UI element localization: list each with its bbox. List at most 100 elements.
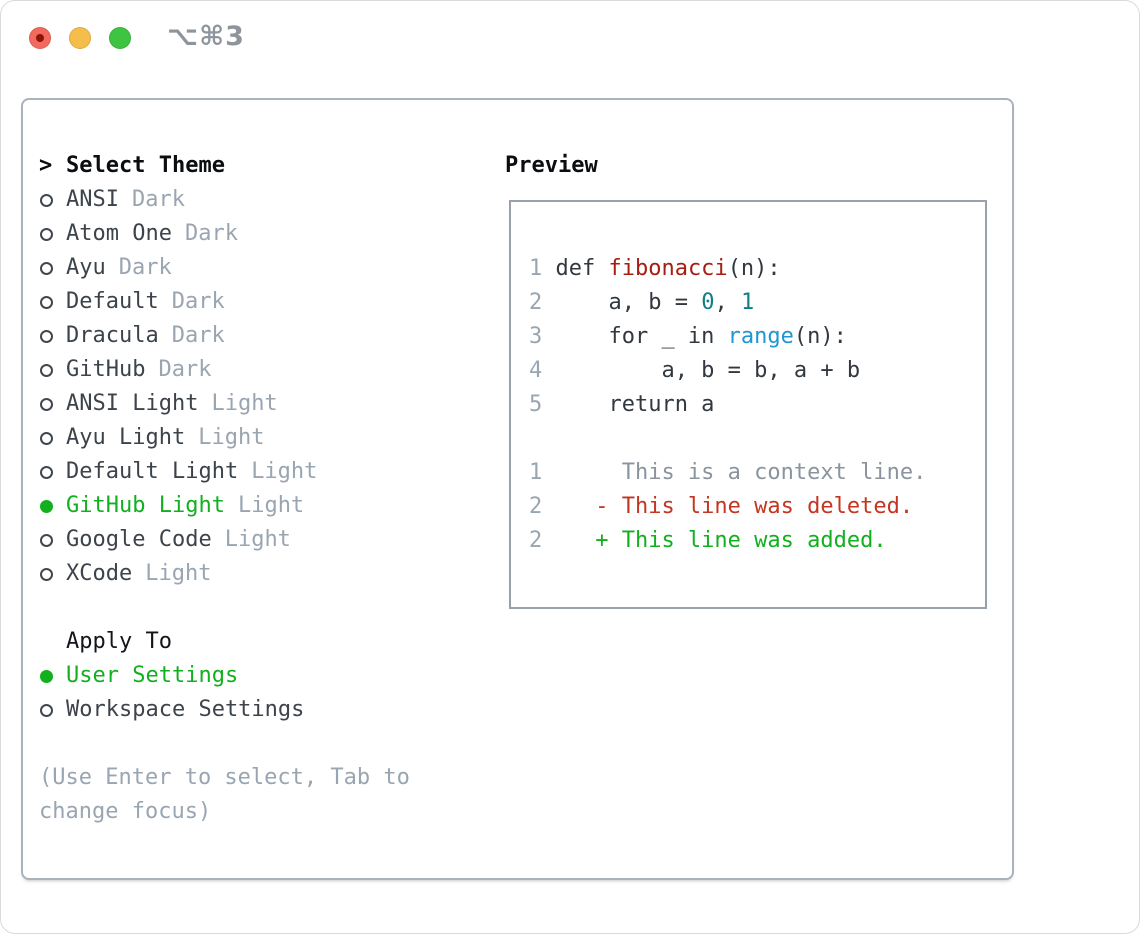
- code-token-plain: def: [555, 256, 609, 281]
- code-token-added: + This line was added.: [555, 528, 887, 553]
- theme-option-ansi[interactable]: ANSI Dark: [39, 183, 410, 217]
- theme-variant-label: Dark: [184, 221, 238, 246]
- radio-dot: [40, 703, 53, 717]
- code-token-plain: a, b = b, a + b: [555, 358, 861, 383]
- radio-icon: [39, 431, 66, 445]
- radio-icon: [39, 703, 66, 717]
- radio-dot: [40, 499, 53, 513]
- code-token-plain: for _ in: [555, 324, 728, 349]
- radio-dot: [40, 533, 53, 547]
- radio-dot: [40, 227, 53, 241]
- help-line-2: change focus): [39, 799, 212, 824]
- theme-option-default-light[interactable]: Default Light Light: [39, 455, 410, 489]
- line-number: 2: [529, 528, 543, 553]
- theme-option-label: GitHub: [66, 357, 146, 382]
- theme-variant-label: Light: [237, 493, 305, 518]
- theme-option-label: Default Light: [66, 459, 239, 484]
- radio-dot: [40, 329, 53, 343]
- radio-icon: [39, 227, 66, 241]
- theme-option-label: Google Code: [66, 527, 212, 552]
- help-text: (Use Enter to select, Tab to change focu…: [39, 761, 410, 829]
- code-token-plain: a, b =: [555, 290, 702, 315]
- spacer: [39, 591, 410, 625]
- radio-dot: [40, 261, 53, 275]
- radio-dot: [40, 431, 53, 445]
- radio-icon: [39, 567, 66, 581]
- selected-radio-icon: [39, 669, 66, 683]
- apply-option-label: User Settings: [66, 663, 239, 688]
- theme-variant-label: Dark: [171, 323, 225, 348]
- code-token-number: 1: [740, 290, 755, 315]
- theme-variant-label: Dark: [131, 187, 185, 212]
- unsaved-changes-dot: [36, 34, 44, 42]
- preview-title: Preview: [505, 153, 598, 178]
- theme-option-dracula[interactable]: Dracula Dark: [39, 319, 410, 353]
- apply-option-workspace-settings[interactable]: Workspace Settings: [39, 693, 410, 727]
- theme-option-atom-one[interactable]: Atom One Dark: [39, 217, 410, 251]
- radio-dot: [40, 465, 53, 479]
- code-token-plain: (n):: [727, 256, 781, 281]
- apply-to-title: Apply To: [66, 629, 172, 654]
- theme-option-xcode[interactable]: XCode Light: [39, 557, 410, 591]
- close-button[interactable]: [29, 27, 51, 49]
- preview-code-line: 3 for _ in range(n):: [529, 320, 985, 354]
- radio-icon: [39, 533, 66, 547]
- radio-icon: [39, 193, 66, 207]
- selected-radio-icon: [39, 499, 66, 513]
- radio-dot: [40, 363, 53, 377]
- picker-title: Select Theme: [66, 153, 225, 178]
- radio-icon: [39, 363, 66, 377]
- apply-option-user-settings[interactable]: User Settings: [39, 659, 410, 693]
- preview-code-line: 5 return a: [529, 388, 985, 422]
- line-number: 1: [529, 460, 543, 485]
- radio-icon: [39, 295, 66, 309]
- radio-icon: [39, 397, 66, 411]
- window-title: ⌥⌘3: [167, 21, 245, 52]
- theme-option-label: Dracula: [66, 323, 159, 348]
- code-token-plain: return a: [555, 392, 715, 417]
- preview-code-line: 1 This is a context line.: [529, 456, 985, 490]
- theme-option-label: XCode: [66, 561, 133, 586]
- radio-dot: [40, 295, 53, 309]
- theme-variant-label: Light: [224, 527, 291, 552]
- radio-dot: [40, 669, 53, 683]
- radio-icon: [39, 465, 66, 479]
- code-token-number: 0: [701, 290, 715, 315]
- theme-variant-label: Light: [145, 561, 212, 586]
- preview-code-line: [529, 422, 985, 456]
- theme-option-label: ANSI: [66, 187, 119, 212]
- minimize-button[interactable]: [69, 27, 91, 49]
- line-number: 5: [529, 392, 543, 417]
- theme-variant-label: Light: [211, 391, 278, 416]
- theme-variant-label: Light: [251, 459, 318, 484]
- prompt-cursor: >: [39, 153, 53, 178]
- apply-option-label: Workspace Settings: [66, 697, 305, 722]
- help-line-1: (Use Enter to select, Tab to: [39, 765, 410, 790]
- code-token-context: This is a context line.: [555, 460, 927, 485]
- theme-option-google-code[interactable]: Google Code Light: [39, 523, 410, 557]
- zoom-button[interactable]: [109, 27, 131, 49]
- radio-dot: [40, 397, 53, 411]
- radio-icon: [39, 261, 66, 275]
- theme-option-label: GitHub Light: [66, 493, 225, 518]
- preview-code-line: 2 + This line was added.: [529, 524, 985, 558]
- code-token-builtin: range: [727, 324, 794, 349]
- theme-variant-label: Dark: [118, 255, 172, 280]
- preview-code-line: 4 a, b = b, a + b: [529, 354, 985, 388]
- theme-option-label: Atom One: [66, 221, 172, 246]
- preview-code-line: 2 - This line was deleted.: [529, 490, 985, 524]
- radio-icon: [39, 329, 66, 343]
- theme-option-github-light[interactable]: GitHub Light Light: [39, 489, 410, 523]
- spacer: [39, 727, 410, 761]
- code-token-deleted: - This line was deleted.: [555, 494, 914, 519]
